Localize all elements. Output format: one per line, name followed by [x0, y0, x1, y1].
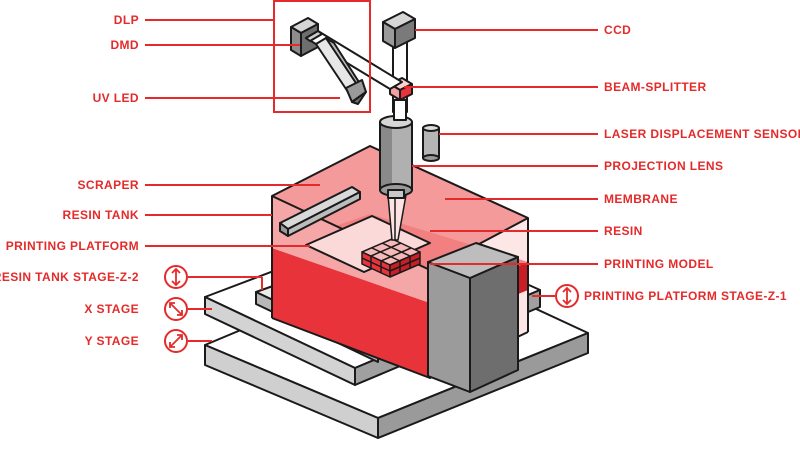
label-dmd: DMD	[110, 38, 139, 52]
label-printing-model: PRINTING MODEL	[604, 257, 714, 271]
diagonal-arrows-icon-y	[164, 329, 188, 353]
diagonal-arrows-icon-x	[164, 297, 188, 321]
label-beam-splitter: BEAM-SPLITTER	[604, 80, 707, 94]
dlp-assembly	[290, 17, 403, 105]
label-laser-displacement-sensor: LASER DISPLACEMENT SENSOR	[604, 127, 800, 141]
label-resin-tank: RESIN TANK	[62, 208, 139, 222]
ccd-assembly	[382, 11, 416, 121]
projection-lens	[379, 115, 413, 199]
label-x-stage: X STAGE	[84, 302, 139, 316]
label-ccd: CCD	[604, 23, 632, 37]
up-down-arrows-icon-left	[164, 265, 188, 289]
printing-platform-stage	[427, 242, 519, 393]
label-y-stage: Y STAGE	[84, 334, 139, 348]
left-leader-lines	[145, 19, 340, 342]
up-down-arrows-icon-right	[555, 284, 579, 308]
right-leader-lines	[404, 29, 598, 297]
label-membrane: MEMBRANE	[604, 192, 678, 206]
dlp-frame	[273, 0, 371, 113]
printing-model	[361, 238, 421, 278]
label-resin-tank-stage-z2: RESIN TANK STAGE-Z-2	[0, 270, 139, 284]
label-resin: RESIN	[604, 224, 643, 238]
scraper	[279, 186, 361, 237]
label-projection-lens: PROJECTION LENS	[604, 159, 724, 173]
label-dlp: DLP	[113, 13, 139, 27]
label-uv-led: UV LED	[92, 91, 139, 105]
label-printing-platform: PRINTING PLATFORM	[5, 239, 139, 253]
label-scraper: SCRAPER	[77, 178, 139, 192]
label-printing-platform-stage-z1: PRINTING PLATFORM STAGE-Z-1	[584, 289, 788, 303]
laser-displacement-sensor	[422, 124, 440, 162]
